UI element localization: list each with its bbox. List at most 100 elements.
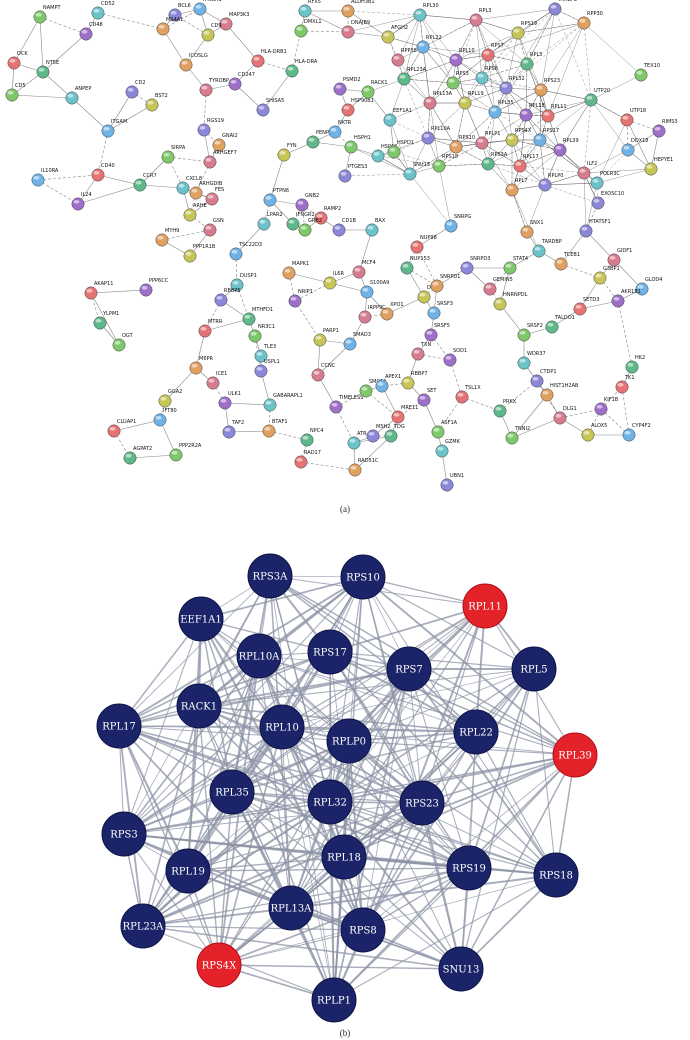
node-cyp4f2[interactable]: CYP4F2 (622, 423, 651, 442)
node-ctdp1[interactable]: CTDP1 (530, 369, 557, 388)
node-snrpd3[interactable]: SNRPD3 (460, 256, 491, 275)
node-rpl5[interactable]: RPL5 (520, 52, 543, 71)
node-ptpn6[interactable]: PTPN6 (263, 188, 289, 207)
node-hnrnpdl[interactable]: HNRNPDL (493, 292, 528, 311)
node-cd40[interactable]: CD40 (91, 163, 115, 182)
node-arhgdib[interactable]: ARHGDIB (189, 181, 223, 200)
node-icoslg[interactable]: ICOSLG (179, 53, 208, 72)
node-rpl17[interactable]: RPL17 (513, 154, 539, 173)
node-hla-drb1[interactable]: HLA-DRB1 (251, 49, 287, 68)
node-rps4x[interactable]: RPS4X (505, 128, 532, 147)
node-tceb1[interactable]: TCEB1 (554, 252, 580, 271)
node-hla-dra[interactable]: HLA-DRA (285, 59, 318, 78)
node-hist1h2ab[interactable]: HIST1H2AB (540, 383, 579, 402)
node-il24[interactable]: IL24 (71, 192, 92, 211)
node-tex10[interactable]: TEX10 (634, 63, 660, 82)
node-grb2[interactable]: GRB2 (298, 218, 322, 237)
node-ramp2[interactable]: RAMP2 (314, 206, 341, 225)
node-akap11[interactable]: AKAP11 (84, 281, 114, 300)
node-rpl23a[interactable]: RPL23A (397, 67, 427, 86)
node-rpl7[interactable]: RPL7 (505, 178, 528, 197)
node-rps23[interactable]: RPS23 (534, 78, 560, 97)
node-map3k3[interactable]: MAP3K3 (219, 12, 250, 31)
node-alox5[interactable]: ALOX5 (581, 423, 607, 442)
node-rack1[interactable]: RACK1 (176, 683, 222, 729)
node-rps23[interactable]: RPS23 (399, 780, 445, 826)
node-rad17[interactable]: RAD17 (294, 450, 321, 469)
node-gnb2[interactable]: GNB2 (295, 193, 319, 212)
node-hsp90b1[interactable]: HSP90B1 (341, 98, 374, 117)
node-rps3a[interactable]: RPS3A (247, 553, 293, 599)
node-srsf5[interactable]: SRSF5 (424, 323, 450, 342)
node-rps7[interactable]: RPS7 (481, 43, 504, 62)
node-nr3c1[interactable]: NR3C1 (248, 324, 275, 343)
node-gga2[interactable]: GGA2 (158, 389, 183, 408)
node-psmd2[interactable]: PSMD2 (333, 77, 361, 96)
node-hk2[interactable]: HK2 (625, 355, 645, 374)
node-tsl1x[interactable]: TSL1X (455, 385, 481, 404)
node-gsn[interactable]: GSN (203, 218, 224, 237)
node-nup153[interactable]: NUP153 (400, 256, 430, 275)
node-rpl11[interactable]: RPL11 (541, 104, 567, 123)
node-cd48[interactable]: CD48 (79, 22, 103, 41)
node-tsc22d3[interactable]: TSC22D3 (229, 242, 262, 261)
node-ppp6cc[interactable]: PPP6CC (139, 278, 169, 297)
node-nktr[interactable]: NKTR (328, 120, 352, 139)
node-ylpm1[interactable]: YLPM1 (93, 311, 120, 330)
node-rpl10[interactable]: RPL10 (449, 48, 475, 67)
node-rplp0[interactable]: RPLP0 (326, 718, 372, 764)
node-asf1a[interactable]: ASF1A (431, 420, 458, 439)
node-rps18[interactable]: RPS18 (533, 852, 579, 898)
node-cd5[interactable]: CD5 (5, 83, 26, 102)
node-tk1[interactable]: TK1 (615, 375, 635, 394)
node-s100a9[interactable]: S100A9 (360, 280, 390, 299)
node-snu13[interactable]: SNU13 (438, 946, 484, 992)
node-rpl10a[interactable]: RPL10A (421, 126, 451, 145)
node-afgh2[interactable]: AFGH2 (381, 25, 408, 44)
node-dmxl1[interactable]: DMXL1 (294, 19, 322, 38)
node-nampt[interactable]: NAMPT (33, 5, 62, 24)
node-myh9[interactable]: MYH9 (155, 228, 180, 247)
node-rpl35[interactable]: RPL35 (209, 769, 255, 815)
node-rps4x[interactable]: RPS4X (196, 942, 242, 988)
node-hsph1[interactable]: HSPH1 (344, 135, 371, 154)
node-gzmk[interactable]: GZMK (435, 439, 461, 458)
node-aldh3b1[interactable]: ALDH3B1 (341, 0, 375, 18)
node-glod4[interactable]: GLOD4 (635, 277, 663, 296)
node-gemin5[interactable]: GEMIN5 (483, 277, 513, 296)
node-mthfd1[interactable]: MTHFD1 (242, 307, 273, 326)
node-rps3[interactable]: RPS3 (101, 811, 147, 857)
node-exosc10[interactable]: EXOSC10 (591, 191, 624, 210)
node-hspd1[interactable]: HSPD1 (387, 140, 414, 159)
node-mre11[interactable]: MRE11 (391, 405, 419, 424)
node-cxcl8[interactable]: CXCL8 (176, 176, 202, 195)
node-rps8[interactable]: RPS8 (340, 907, 386, 953)
node-srsf3[interactable]: SRSF3 (427, 301, 453, 320)
node-gnai2[interactable]: GNAI2 (212, 133, 238, 152)
node-rpl39[interactable]: RPL39 (552, 732, 598, 778)
node-tyrobp[interactable]: TYROBP (199, 78, 229, 97)
node-fyn[interactable]: FYN (277, 143, 297, 162)
node-ubn1[interactable]: UBN1 (440, 473, 464, 492)
node-wdr37[interactable]: WDR37 (517, 351, 546, 370)
node-rps18[interactable]: RPS18 (432, 154, 458, 173)
node-eef1a1[interactable]: EEF1A1 (178, 596, 224, 642)
node-msh2[interactable]: MSH2 (366, 424, 391, 443)
node-setd3[interactable]: SETD3 (573, 297, 600, 316)
node-agpat2[interactable]: AGPAT2 (123, 446, 152, 465)
node-lpar2[interactable]: LPAR2 (257, 212, 283, 231)
node-bst2[interactable]: BST2 (145, 93, 168, 112)
node-kif1b[interactable]: KIF1B (594, 397, 619, 416)
node-m6pr[interactable]: M6PR (189, 356, 214, 375)
node-rpl19[interactable]: RPL19 (458, 91, 484, 110)
node-ice1[interactable]: ICE1 (206, 371, 228, 390)
node-rpl11[interactable]: RPL11 (462, 583, 508, 629)
node-rpl23a[interactable]: RPL23A (120, 903, 166, 949)
node-hspa8[interactable]: HSPA8 (371, 144, 397, 163)
node-btaf1[interactable]: BTAF1 (262, 419, 288, 438)
node-set[interactable]: SET (417, 388, 438, 407)
node-uspl1[interactable]: USPL1 (254, 359, 280, 378)
node-anpep[interactable]: ANPEP (65, 86, 92, 105)
node-ift80[interactable]: IFT80 (153, 408, 177, 427)
node-rpl30[interactable]: RPL30 (413, 3, 439, 22)
